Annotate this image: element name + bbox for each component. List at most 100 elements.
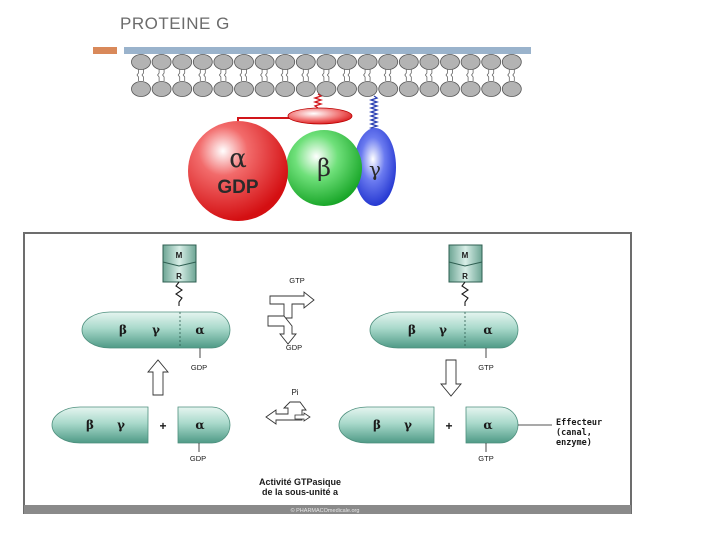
- alpha-subunit: [188, 121, 288, 221]
- lipid-head-inner: [357, 81, 378, 97]
- lipid-head-outer: [316, 54, 337, 70]
- beta-label: β: [86, 418, 94, 432]
- effector-label-line3: enzyme): [556, 438, 592, 448]
- lipid-head-outer: [357, 54, 378, 70]
- lipid-tail: [404, 69, 407, 81]
- alpha-gdp-label: GDP: [217, 177, 259, 198]
- receptor-left-divider: [162, 261, 197, 267]
- lipid-tail: [239, 69, 242, 81]
- lipid-head-outer: [234, 54, 254, 70]
- g-protein-heterotrimer: α GDP β γ: [188, 93, 396, 221]
- alpha-label: α: [195, 418, 204, 432]
- dissociated-bottom-left: β γ + α GDP: [51, 406, 231, 463]
- lipid-tail: [466, 69, 469, 81]
- receptor-right-m-label: M: [462, 251, 469, 260]
- receptor-left-link: [175, 281, 183, 306]
- receptor-right: M R: [448, 244, 483, 306]
- gdp-out-label: GDP: [286, 343, 302, 352]
- cycle-footer-strip: [24, 505, 631, 514]
- title-accent-bar: [93, 47, 117, 54]
- alpha-label: α: [483, 418, 492, 432]
- lipid-head-inner: [460, 81, 481, 97]
- lipid-head-inner: [440, 81, 460, 97]
- copyright-credit: © PHARMACOmedicale.org: [291, 507, 360, 514]
- lipid-tail: [157, 69, 160, 81]
- alpha-lipid-anchor: [312, 93, 324, 109]
- caption-line2: de la sous-unité a: [262, 487, 339, 497]
- beta-label: β: [408, 323, 416, 337]
- beta-subunit: [286, 130, 362, 206]
- lipid-head-outer: [501, 54, 522, 70]
- lipid-head-inner: [378, 81, 399, 97]
- receptor-left-r-label: R: [176, 272, 182, 281]
- trimer-pill-top-right: β γ α GTP: [369, 311, 519, 372]
- lipid-head-outer: [172, 54, 193, 70]
- lipid-tail: [512, 69, 515, 81]
- effector-label-line2: (canal,: [556, 428, 592, 438]
- beta-label: β: [373, 418, 381, 432]
- lipid-head-inner: [316, 81, 337, 97]
- lipid-tail: [342, 69, 345, 81]
- lipid-tail: [177, 69, 181, 81]
- lipid-head-inner: [295, 81, 316, 97]
- beta-gamma-pill-left: [51, 406, 149, 444]
- slide-title: PROTEINE G: [120, 14, 230, 33]
- lipid-tail: [182, 69, 186, 81]
- gamma-label: γ: [439, 323, 447, 337]
- lipid-head-outer: [151, 54, 172, 70]
- lipid-head-inner: [172, 81, 193, 97]
- gamma-label: γ: [404, 418, 412, 432]
- lipid-tail: [260, 69, 263, 81]
- lipid-tail: [203, 69, 206, 81]
- beta-symbol: β: [317, 154, 331, 182]
- lipid-head-inner: [213, 81, 234, 97]
- lipid-tail: [486, 69, 490, 81]
- lipid-head-inner: [151, 81, 172, 97]
- lipid-tail: [368, 69, 371, 81]
- exchange-arrow-in-icon: [269, 291, 315, 319]
- lipid-head-outer: [398, 54, 419, 70]
- lipid-head-inner: [419, 81, 440, 97]
- trimer-pill-top-left-shape: [81, 311, 231, 349]
- lipid-tail: [445, 69, 448, 81]
- lipid-head-outer: [131, 54, 151, 70]
- lipid-tail: [507, 69, 510, 81]
- gtp-label-bottom-right: GTP: [478, 454, 493, 463]
- reassociation-arrow-up-icon: [147, 359, 169, 396]
- receptor-right-divider: [448, 261, 483, 267]
- alpha-anchor-ellipse: [287, 107, 353, 125]
- lipid-head-inner: [254, 81, 275, 97]
- lipid-tail: [429, 69, 433, 81]
- lipid-tail: [198, 69, 201, 81]
- plus-sign: +: [445, 419, 452, 433]
- lipid-head-outer: [460, 54, 481, 70]
- lipid-tail: [285, 69, 289, 81]
- lipid-head-outer: [440, 54, 460, 70]
- lipid-head-inner: [501, 81, 522, 97]
- trimer-pill-top-right-shape: [369, 311, 519, 349]
- beta-label: β: [119, 323, 127, 337]
- lipid-head-outer: [254, 54, 275, 70]
- lipid-head-outer: [419, 54, 440, 70]
- gamma-symbol: γ: [369, 157, 381, 181]
- lipid-head-inner: [234, 81, 254, 97]
- lipid-head-outer: [192, 54, 213, 70]
- lipid-tail: [383, 69, 387, 81]
- lipid-head-inner: [131, 81, 151, 97]
- lipid-head-inner: [275, 81, 296, 97]
- lipid-head-outer: [337, 54, 357, 70]
- lipid-bilayer: [131, 54, 522, 97]
- effector-label-line1: Effecteur: [556, 418, 602, 428]
- lipid-tail: [321, 69, 325, 81]
- lipid-tail: [388, 69, 392, 81]
- lipid-head-outer: [295, 54, 316, 70]
- gtp-hydrolysis: Pi: [265, 388, 311, 425]
- lipid-tail: [162, 69, 165, 81]
- lipid-tail: [491, 69, 495, 81]
- gtp-label-top-right: GTP: [478, 363, 493, 372]
- lipid-tail: [306, 69, 309, 81]
- lipid-tail: [326, 69, 330, 81]
- alpha-pill-left: [177, 406, 231, 444]
- lipid-tail: [301, 69, 304, 81]
- lipid-head-outer: [275, 54, 296, 70]
